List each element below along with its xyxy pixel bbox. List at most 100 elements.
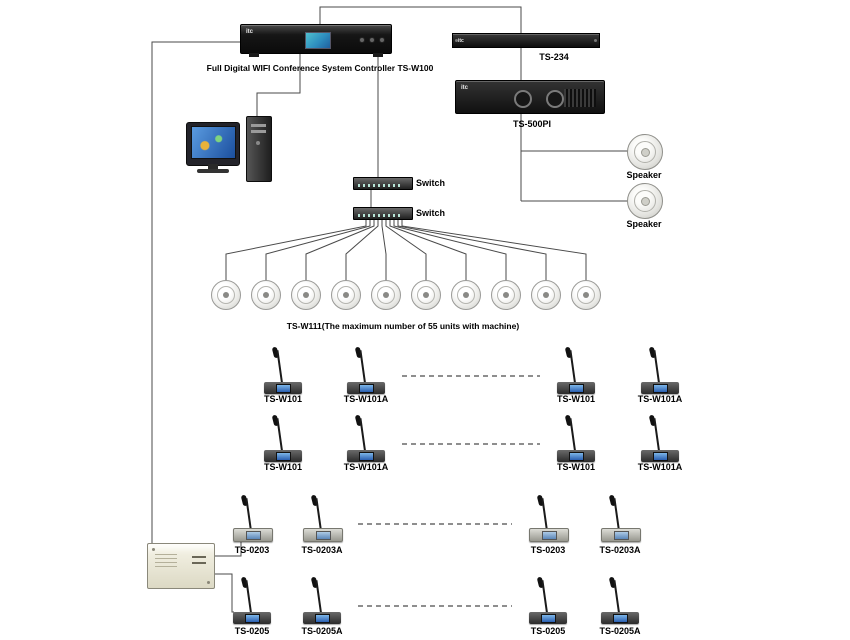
ceiling-unit-ring bbox=[537, 286, 555, 304]
mic-label: TS-0203 bbox=[234, 545, 270, 555]
ceiling-row-label: TS-W111(The maximum number of 55 units w… bbox=[286, 321, 520, 331]
mic-gooseneck bbox=[359, 418, 366, 452]
power-unit bbox=[147, 543, 215, 589]
ts-500pi-label: TS-500PI bbox=[512, 119, 552, 129]
mic-base bbox=[264, 450, 302, 462]
ceiling-unit-ring bbox=[377, 286, 395, 304]
mic-unit bbox=[343, 414, 389, 462]
mic-unit bbox=[299, 576, 345, 624]
ceiling-unit-ring bbox=[217, 286, 235, 304]
ceiling-unit-center bbox=[583, 292, 589, 298]
mic-gooseneck bbox=[541, 498, 548, 532]
mic-screen bbox=[614, 531, 629, 540]
ceiling-unit-ring bbox=[577, 286, 595, 304]
ceiling-unit-center bbox=[423, 292, 429, 298]
ceiling-unit bbox=[451, 280, 481, 310]
network-switch-2 bbox=[353, 207, 413, 220]
mic-unit bbox=[229, 576, 275, 624]
ceiling-unit-center bbox=[503, 292, 509, 298]
mic-gooseneck bbox=[613, 580, 620, 614]
ceiling-unit-center bbox=[303, 292, 309, 298]
mic-label: TS-0205A bbox=[599, 626, 641, 636]
mic-unit bbox=[260, 346, 306, 394]
ceiling-unit-ring bbox=[417, 286, 435, 304]
mic-base bbox=[347, 382, 385, 394]
mic-base bbox=[233, 528, 273, 542]
mic-base bbox=[303, 612, 341, 624]
mic-base bbox=[347, 450, 385, 462]
mic-label: TS-0205A bbox=[301, 626, 343, 636]
ts-234-label: TS-234 bbox=[539, 52, 569, 62]
mic-base bbox=[601, 612, 639, 624]
ceiling-unit bbox=[211, 280, 241, 310]
amp-knob bbox=[546, 90, 564, 108]
mic-base bbox=[557, 450, 595, 462]
mic-gooseneck bbox=[315, 498, 322, 532]
mic-screen bbox=[245, 614, 260, 623]
amp-vents bbox=[564, 89, 596, 107]
drive-slot bbox=[251, 130, 266, 133]
mic-label: TS-W101 bbox=[263, 394, 302, 404]
mic-screen bbox=[613, 614, 628, 623]
device-ts-234: itc bbox=[452, 33, 600, 48]
ceiling-unit bbox=[371, 280, 401, 310]
ceiling-unit-center bbox=[383, 292, 389, 298]
mic-gooseneck bbox=[245, 498, 252, 532]
mic-unit bbox=[553, 346, 599, 394]
mic-unit bbox=[637, 414, 683, 462]
mic-label: TS-0205 bbox=[530, 626, 566, 636]
mic-gooseneck bbox=[569, 418, 576, 452]
mic-label: TS-W101A bbox=[637, 394, 683, 404]
controller-screen bbox=[305, 32, 331, 49]
mic-unit bbox=[525, 494, 571, 542]
computer-tower bbox=[246, 116, 272, 182]
mic-base bbox=[601, 528, 641, 542]
ceiling-speaker bbox=[627, 183, 663, 219]
mic-screen bbox=[653, 452, 668, 461]
mic-base bbox=[641, 450, 679, 462]
ceiling-unit bbox=[251, 280, 281, 310]
computer-monitor bbox=[186, 122, 240, 166]
brand-logo: itc bbox=[458, 38, 464, 44]
mic-unit bbox=[637, 346, 683, 394]
mic-base bbox=[557, 382, 595, 394]
ceiling-unit bbox=[491, 280, 521, 310]
mic-screen bbox=[276, 384, 291, 393]
mic-base bbox=[641, 382, 679, 394]
mic-unit bbox=[343, 346, 389, 394]
ceiling-unit-center bbox=[463, 292, 469, 298]
brand-logo: itc bbox=[461, 85, 469, 91]
mic-label: TS-0205 bbox=[234, 626, 270, 636]
switch-label: Switch bbox=[416, 178, 446, 188]
ceiling-unit bbox=[331, 280, 361, 310]
ceiling-unit bbox=[571, 280, 601, 310]
monitor-base bbox=[197, 169, 229, 173]
mic-screen bbox=[359, 452, 374, 461]
ceiling-speaker bbox=[627, 134, 663, 170]
power-unit-slot bbox=[192, 556, 206, 558]
ceiling-unit-ring bbox=[337, 286, 355, 304]
mic-screen bbox=[359, 384, 374, 393]
mic-gooseneck bbox=[245, 580, 252, 614]
amp-knob bbox=[514, 90, 532, 108]
power-unit-slot bbox=[192, 562, 206, 564]
mic-screen bbox=[569, 384, 584, 393]
mic-unit bbox=[597, 494, 643, 542]
mic-gooseneck bbox=[315, 580, 322, 614]
mic-unit bbox=[553, 414, 599, 462]
mic-screen bbox=[316, 531, 331, 540]
mic-gooseneck bbox=[541, 580, 548, 614]
mic-label: TS-0203A bbox=[301, 545, 343, 555]
switch-label: Switch bbox=[416, 208, 446, 218]
network-switch-1 bbox=[353, 177, 413, 190]
mic-label: TS-W101A bbox=[343, 394, 389, 404]
controller-label: Full Digital WIFI Conference System Cont… bbox=[206, 63, 434, 73]
mic-screen bbox=[315, 614, 330, 623]
monitor-screen bbox=[191, 126, 236, 159]
mic-screen bbox=[541, 614, 556, 623]
conference-controller: itc bbox=[240, 24, 392, 57]
mic-unit bbox=[525, 576, 571, 624]
mic-label: TS-W101A bbox=[343, 462, 389, 472]
